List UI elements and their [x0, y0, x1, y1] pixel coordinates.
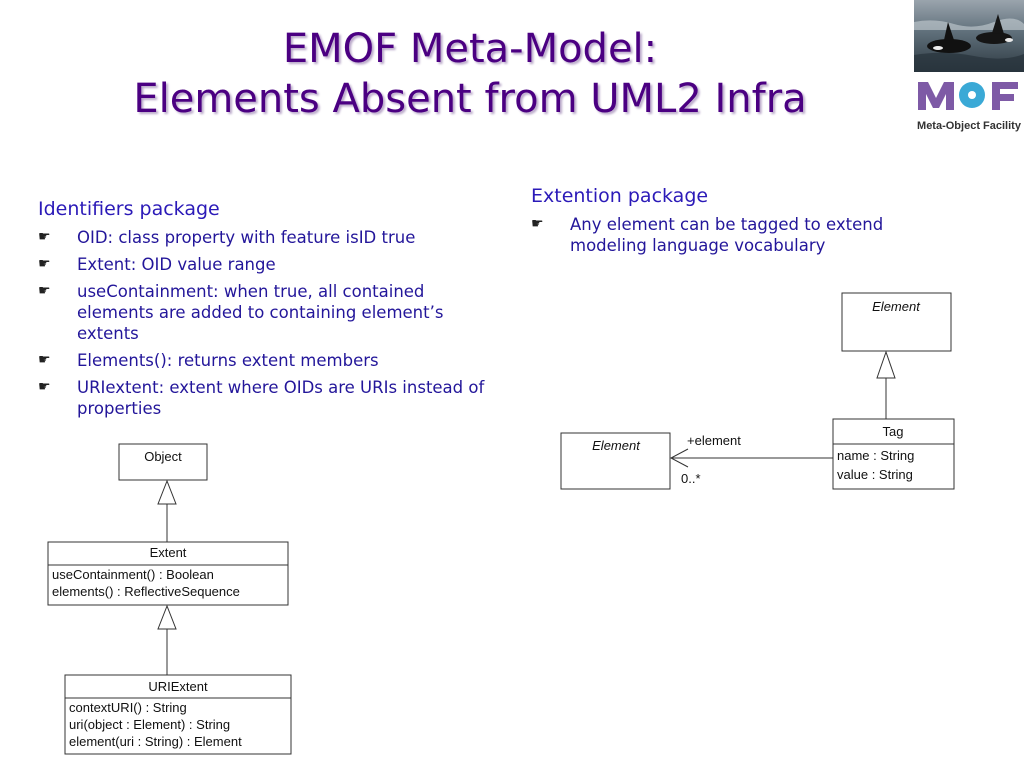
association-role: +element [687, 433, 741, 448]
uriextent-operation: element(uri : String) : Element [69, 734, 242, 749]
orca-photo [914, 0, 1024, 72]
object-class-name: Object [144, 449, 182, 464]
pointing-hand-icon: ☛ [38, 283, 51, 299]
pointing-hand-icon: ☛ [531, 216, 544, 232]
pointing-hand-icon: ☛ [38, 352, 51, 368]
tag-attribute: name : String [837, 448, 914, 463]
mof-logo: Meta-Object Facility [914, 76, 1024, 134]
uriextent-operation: uri(object : Element) : String [69, 717, 230, 732]
generalization-arrowhead [876, 350, 896, 379]
generalization-arrowhead [157, 604, 177, 630]
uriextent-operation: contextURI() : String [69, 700, 187, 715]
extention-heading: Extention package [531, 185, 709, 207]
extent-class-name: Extent [150, 545, 187, 560]
tag-class-name: Tag [883, 424, 904, 439]
association-arrowhead [669, 448, 689, 468]
element-class-name: Element [872, 299, 921, 314]
pointing-hand-icon: ☛ [38, 256, 51, 272]
identifiers-bullet-list: ☛OID: class property with feature isID t… [38, 227, 498, 425]
list-item: ☛OID: class property with feature isID t… [38, 228, 416, 247]
title-line-1: EMOF Meta-Model: [282, 26, 658, 72]
identifiers-heading: Identifiers package [38, 198, 220, 220]
slide-title: EMOF Meta-Model: Elements Absent from UM… [0, 24, 940, 124]
element-class-name: Element [592, 438, 641, 453]
object-class-box [118, 443, 208, 481]
element-class-box [841, 292, 952, 352]
extent-class-box [47, 541, 289, 606]
title-line-2: Elements Absent from UML2 Infra [133, 76, 807, 122]
uriextent-class-name: URIExtent [148, 679, 208, 694]
element-class-box [560, 432, 671, 490]
extent-operation: elements() : ReflectiveSequence [52, 584, 240, 599]
generalization-arrowhead [157, 479, 177, 505]
uriextent-class-box [64, 674, 292, 755]
list-item: ☛Any element can be tagged to extend mod… [531, 215, 884, 255]
list-item: ☛Extent: OID value range [38, 255, 276, 274]
list-item: ☛Elements(): returns extent members [38, 351, 379, 370]
list-item: ☛URIextent: extent where OIDs are URIs i… [38, 378, 485, 418]
association-multiplicity: 0..* [681, 471, 701, 486]
extention-class-diagram: Element Tag name : String value : String… [560, 292, 955, 490]
tag-attribute: value : String [837, 467, 913, 482]
extention-bullet-list: ☛Any element can be tagged to extend mod… [531, 214, 941, 262]
extent-operation: useContainment() : Boolean [52, 567, 214, 582]
list-item: ☛useContainment: when true, all containe… [38, 282, 444, 343]
logo-caption: Meta-Object Facility [917, 120, 1022, 132]
tag-class-box [832, 418, 955, 490]
identifiers-class-diagram: Object Extent useContainment() : Boolean… [47, 443, 292, 755]
pointing-hand-icon: ☛ [38, 229, 51, 245]
pointing-hand-icon: ☛ [38, 379, 51, 395]
